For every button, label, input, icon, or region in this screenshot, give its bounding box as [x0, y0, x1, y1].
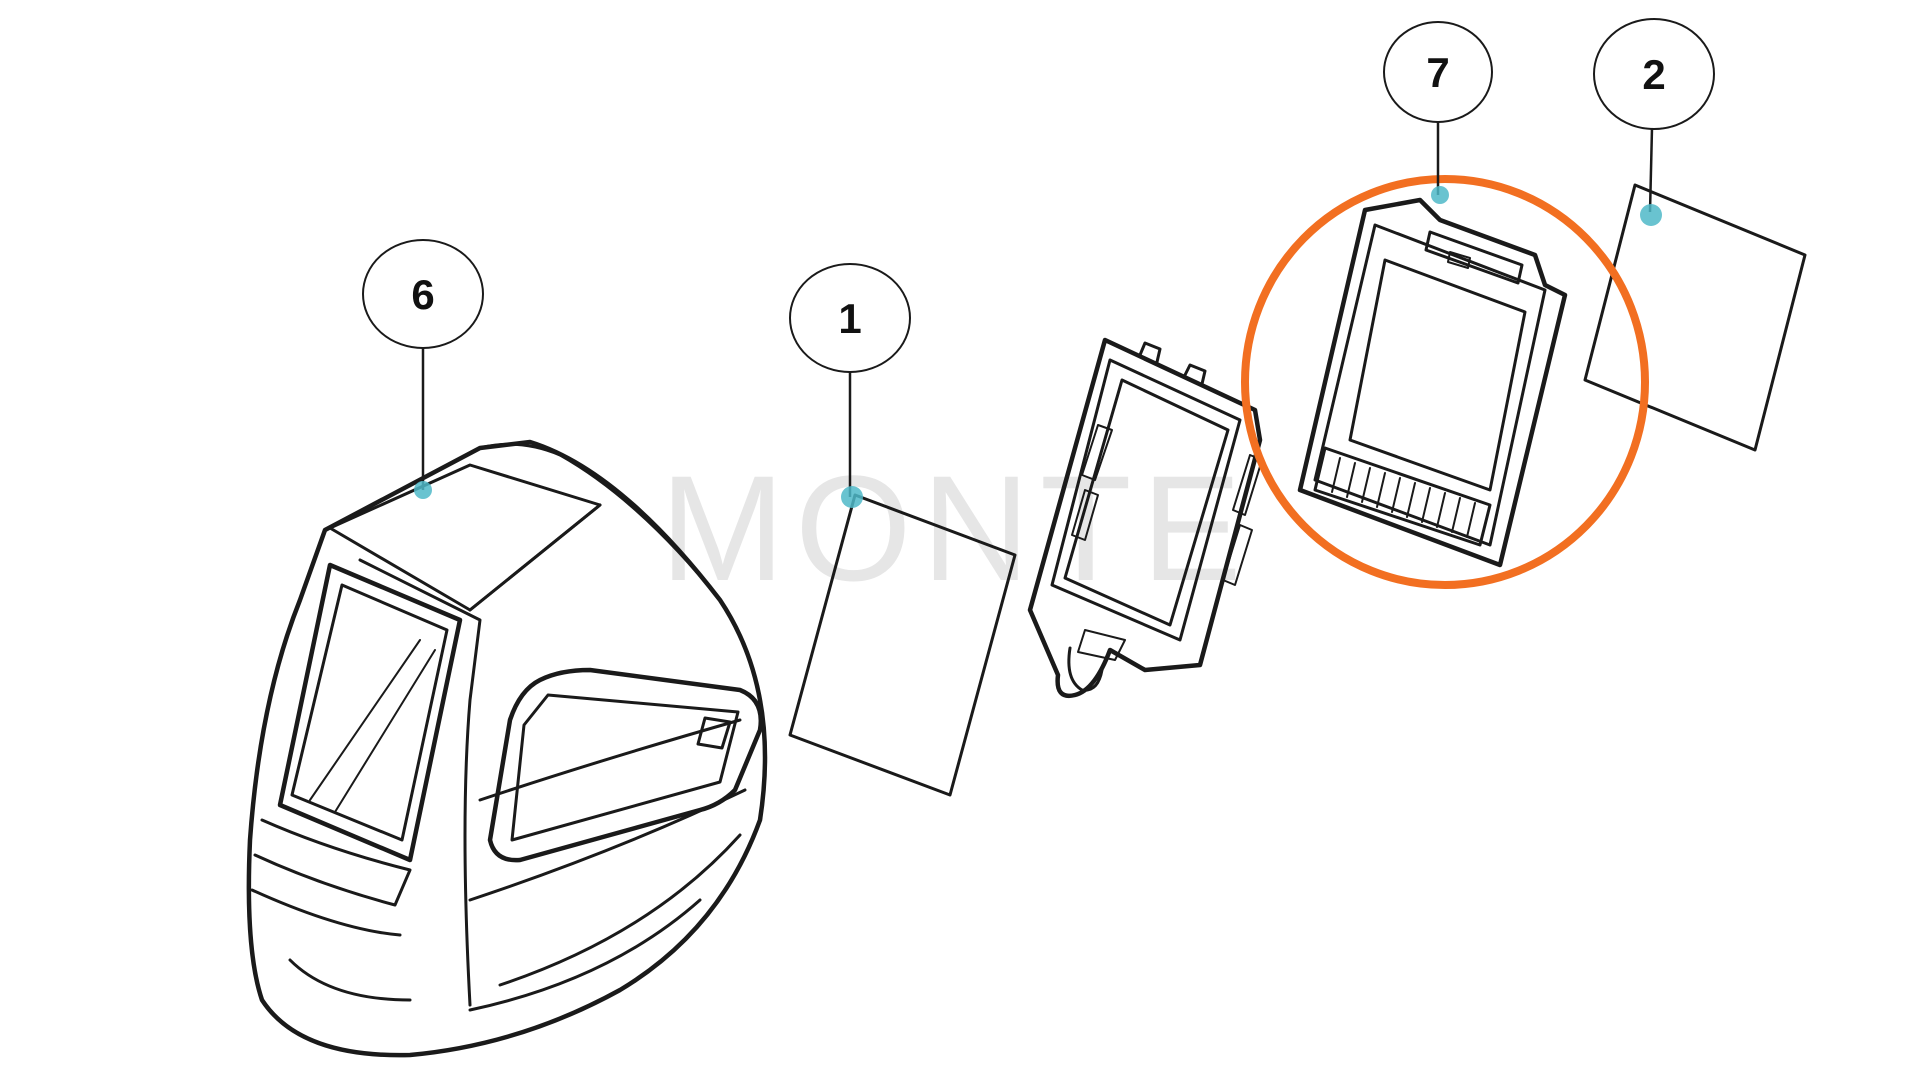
- filter-frame: [1027, 337, 1263, 699]
- highlight-circle: [1241, 175, 1649, 589]
- callout-1: 1: [789, 263, 911, 373]
- callout-7: 7: [1383, 21, 1493, 123]
- callout-label: 1: [838, 295, 861, 342]
- callout-6: 6: [362, 239, 484, 349]
- helmet-shell: [246, 439, 768, 1058]
- leader-lines: [421, 122, 1654, 497]
- callout-label: 6: [411, 271, 434, 318]
- adf-cartridge: [1297, 197, 1568, 568]
- inner-lens: [788, 493, 1017, 797]
- outer-lens: [1583, 183, 1807, 452]
- callout-label: 7: [1426, 49, 1449, 96]
- callout-2: 2: [1593, 18, 1715, 130]
- watermark: MONTE: [660, 444, 1252, 612]
- anchor-dots: [414, 186, 1662, 508]
- callout-label: 2: [1642, 51, 1665, 98]
